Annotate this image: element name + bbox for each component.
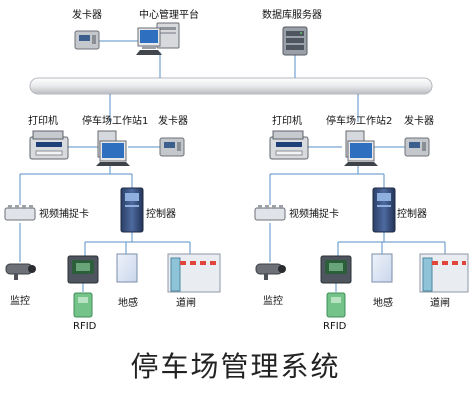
card-issuer-icon-1 [159, 137, 185, 157]
controller-label-2: 控制器 [397, 209, 427, 220]
printer-label-1: 打印机 [28, 116, 58, 127]
loop-sensor-label-2: 地感 [373, 298, 393, 309]
controller-icon-1 [120, 187, 144, 233]
camera-icon-2 [255, 263, 286, 280]
capture-card-label-2: 视频捕捉卡 [289, 209, 339, 220]
rfid-reader-icon-1 [67, 255, 99, 318]
loop-sensor-label-1: 地感 [118, 298, 138, 309]
capture-card-icon-2 [254, 205, 286, 221]
barrier-gate-label-2: 道闸 [430, 298, 450, 309]
db-server-label: 数据库服务器 [262, 10, 322, 21]
loop-sensor-icon-2 [371, 253, 393, 283]
rfid-label-1: RFID [73, 321, 97, 332]
printer-icon-1 [29, 130, 69, 160]
card-issuer-icon-2 [404, 137, 430, 157]
controller-icon-2 [372, 187, 396, 233]
management-platform-icon [136, 22, 180, 55]
monitor-label-2: 监控 [263, 296, 283, 307]
camera-icon-1 [5, 263, 36, 280]
card-issuer-label: 发卡器 [72, 10, 102, 21]
workstation-icon-2 [344, 130, 378, 166]
printer-icon-2 [269, 130, 309, 160]
database-server-icon [282, 26, 308, 56]
barrier-gate-icon-1 [167, 253, 221, 293]
workstation-label-2: 停车场工作站2 [326, 116, 393, 127]
rfid-reader-icon-2 [320, 255, 352, 318]
workstation-icon-1 [96, 130, 130, 166]
card-issuer-label-1: 发卡器 [158, 116, 188, 127]
management-platform-label: 中心管理平台 [139, 10, 199, 21]
capture-card-label-1: 视频捕捉卡 [39, 209, 89, 220]
rfid-label-2: RFID [323, 321, 347, 332]
printer-label-2: 打印机 [272, 116, 302, 127]
card-issuer-label-2: 发卡器 [404, 116, 434, 127]
monitor-label-1: 监控 [10, 296, 30, 307]
barrier-gate-label-1: 道闸 [176, 298, 196, 309]
capture-card-icon-1 [4, 205, 36, 221]
card-issuer-icon [74, 30, 100, 50]
loop-sensor-icon-1 [116, 253, 138, 283]
barrier-gate-icon-2 [419, 253, 469, 293]
network-bus [29, 77, 433, 95]
controller-label-1: 控制器 [146, 209, 176, 220]
diagram-title: 停车场管理系统 [130, 350, 341, 383]
workstation-label-1: 停车场工作站1 [82, 116, 149, 127]
